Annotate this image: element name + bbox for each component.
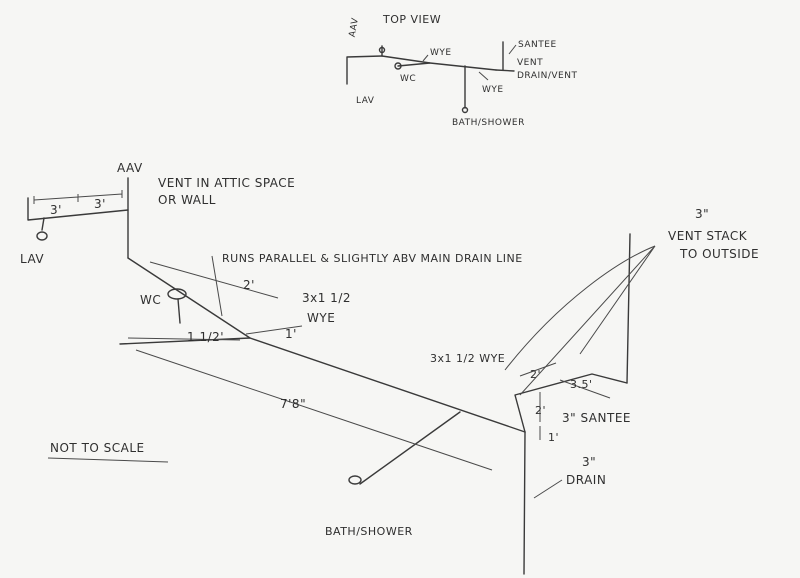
lav-symbol [36,231,48,241]
main-wye-label: 3x1 1/2 WYE [430,352,505,365]
top-view-aav-symbol [378,46,386,54]
top-view-main-pipe [495,69,515,72]
dim-lav-run [33,190,123,204]
santee-offset-pipe [514,373,628,433]
top-view-wye1-leader [422,54,429,62]
dim-1ft-line [245,325,303,335]
dim-7-8-line [135,349,493,471]
drain-label: DRAIN [566,473,606,487]
top-view-lav-label: LAV [356,96,375,106]
main-drain-pipe [119,337,526,433]
top-view-wc-pipe [397,62,431,67]
santee-label: 3" SANTEE [562,411,631,425]
top-view: TOP VIEW AAV WYE SANTEE VENT DRAIN/VENT … [346,13,577,128]
top-view-vent-label: VENT [517,58,543,68]
top-view-title: TOP VIEW [382,13,441,26]
vent-stack-pipe [626,233,631,384]
runs-parallel-leader [211,255,223,317]
lav-trap-pipe [41,217,45,231]
wc-riser [177,298,181,324]
dim-2ft-top-label: 2' [530,368,541,381]
dim-3ft-a-label: 3' [50,203,62,217]
not-to-scale-underline [47,457,169,463]
dim-3-5ft-label: 3.5' [570,378,593,391]
bath-symbol [348,475,362,485]
drain-leader [533,479,563,499]
aav-label: AAV [117,161,143,175]
top-view-wc-label: WC [400,74,416,84]
drain-stack-pipe [523,431,526,575]
stack-leader-curve [504,245,656,371]
dim-7-8-label: 7'8" [280,397,306,411]
dim-2ft-top-line [519,362,557,377]
lav-branch-pipe [27,197,129,221]
top-view-lav-pipe [346,55,383,85]
top-view-bath-symbol [461,106,469,114]
dim-3ft-b-label: 3' [94,197,106,211]
top-view-wye2-leader [478,71,489,81]
top-view-drain-vent-label: DRAIN/VENT [517,71,577,81]
bath-branch-pipe [359,411,461,485]
upper-branch-pipe [127,257,251,339]
dim-1-5ft-line [127,337,241,341]
stack-label-2: TO OUTSIDE [679,247,759,261]
top-view-bath-label: BATH/SHOWER [452,118,525,128]
isometric-view: AAV VENT IN ATTIC SPACE OR WALL 3' 3' LA… [20,161,759,575]
not-to-scale-label: NOT TO SCALE [50,441,145,455]
stack-size-label: 3" [695,207,709,221]
dim-1ft-vert-label: 1' [548,431,559,444]
dim-2ft-line [149,261,279,299]
dim-2ft-vert-label: 2' [535,404,546,417]
top-view-wc-symbol [394,62,402,70]
dim-2ft-label: 2' [243,278,255,292]
wye-label: WYE [307,311,335,325]
top-view-aav-label: AAV [348,17,361,38]
wye-size-label: 3x1 1/2 [302,291,351,305]
runs-parallel-label: RUNS PARALLEL & SLIGHTLY ABV MAIN DRAIN … [222,252,523,265]
bath-label: BATH/SHOWER [325,525,413,538]
dim-1ft-label: 1' [285,327,297,341]
dim-1-5ft-label: 1 1/2' [187,330,224,344]
vent-attic-label-1: VENT IN ATTIC SPACE [158,176,295,190]
stack-label-1: VENT STACK [668,229,748,243]
top-view-wye2-label: WYE [482,85,504,95]
top-view-wye1-label: WYE [430,48,452,58]
vent-attic-label-2: OR WALL [158,193,216,207]
stack-leader-lines [519,245,656,396]
top-view-santee-label: SANTEE [518,40,557,50]
dim-3-5ft-line [559,379,611,399]
drain-size-label: 3" [582,455,596,469]
top-view-santee-leader [508,44,517,55]
wc-label: WC [140,293,161,307]
lav-label: LAV [20,252,44,266]
wc-symbol [167,288,187,300]
